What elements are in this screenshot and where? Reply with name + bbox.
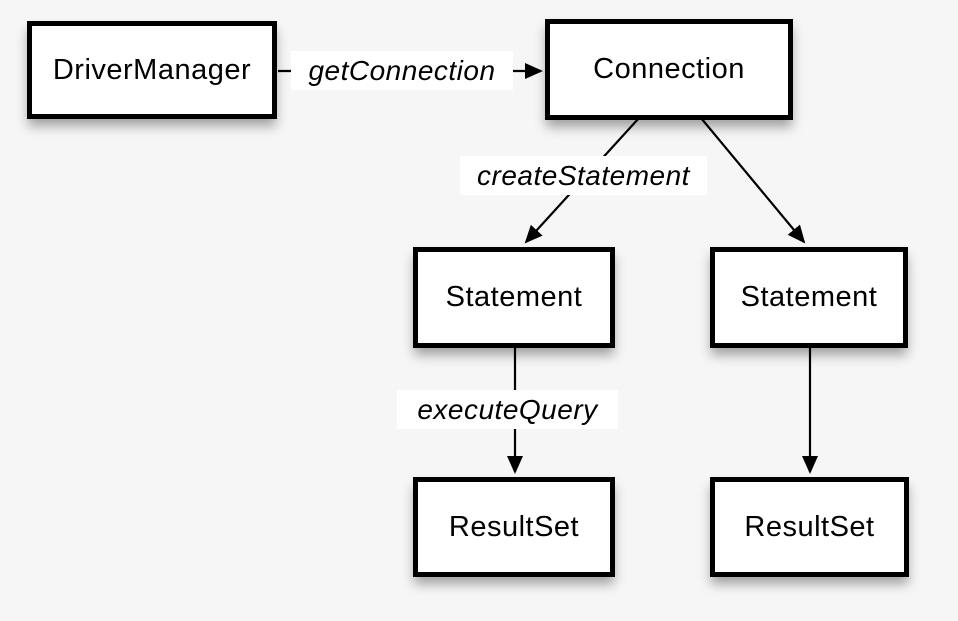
node-label: ResultSet bbox=[744, 510, 875, 543]
node-statement-left: Statement bbox=[413, 247, 615, 348]
node-statement-right: Statement bbox=[710, 247, 908, 348]
node-resultset-left: ResultSet bbox=[413, 477, 615, 577]
node-label: DriverManager bbox=[52, 53, 252, 86]
edge-label-createstatement: createStatement bbox=[460, 156, 707, 195]
edge-label-getconnection: getConnection bbox=[291, 51, 513, 90]
edge-label-executequery: executeQuery bbox=[397, 390, 618, 429]
node-label: Statement bbox=[445, 281, 583, 313]
node-label: Connection bbox=[593, 53, 745, 85]
node-connection: Connection bbox=[545, 19, 793, 120]
node-drivermanager: DriverManager bbox=[27, 21, 277, 119]
node-resultset-right: ResultSet bbox=[710, 477, 909, 577]
node-label: ResultSet bbox=[448, 510, 580, 543]
node-label: Statement bbox=[740, 281, 878, 313]
edge-connection-to-statement2-arrow bbox=[700, 117, 806, 244]
